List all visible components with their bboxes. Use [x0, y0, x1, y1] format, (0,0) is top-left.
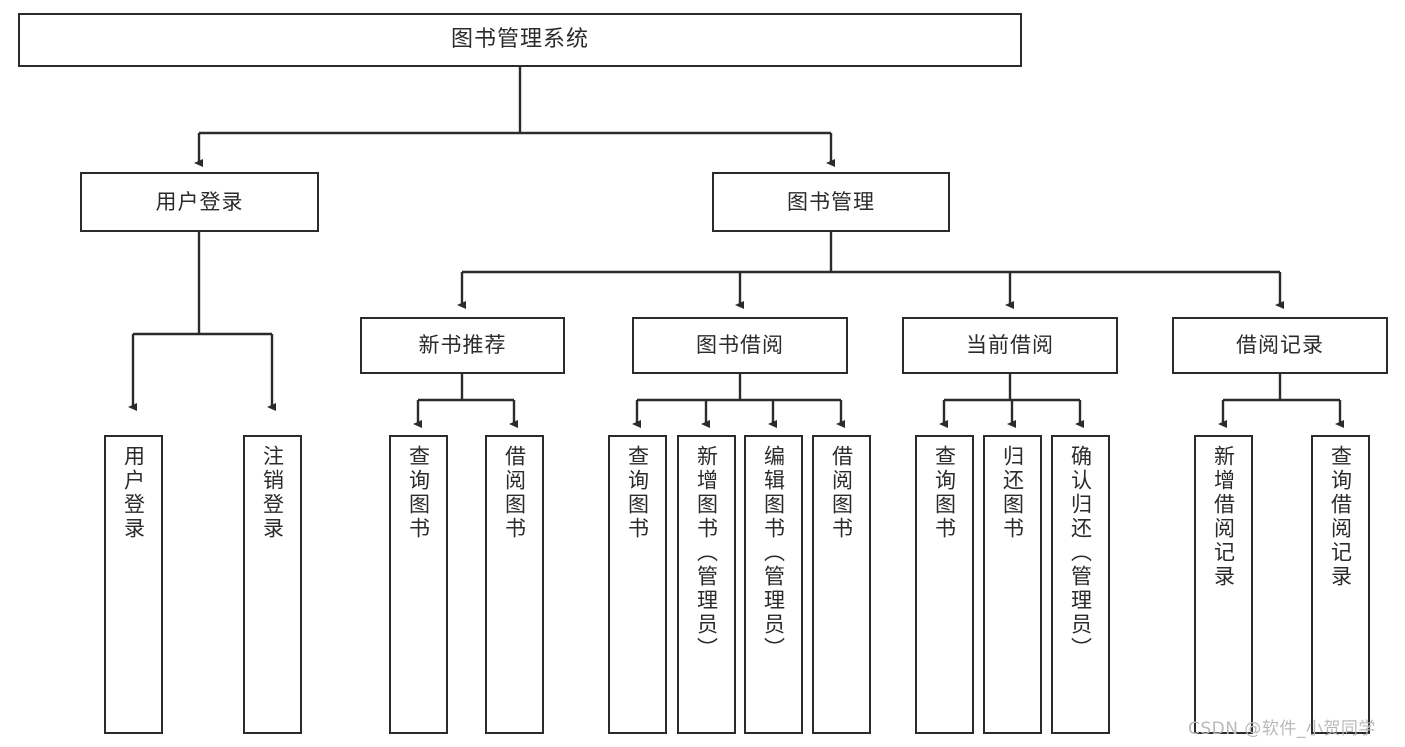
node-label: 新书推荐: [418, 333, 507, 358]
node-label: 新增图书（管理员）: [694, 445, 719, 661]
node-label: 新增借阅记录: [1211, 445, 1236, 589]
node-label: 确认归还（管理员）: [1068, 445, 1093, 661]
node-label: 查询图书: [932, 445, 957, 541]
leaf-borrow-book-recommend[interactable]: 借阅图书: [485, 435, 544, 734]
node-new-book-recommend[interactable]: 新书推荐: [360, 317, 565, 374]
csdn-watermark: CSDN @软件_小贺同学: [1188, 719, 1376, 739]
node-borrow-record[interactable]: 借阅记录: [1172, 317, 1388, 374]
leaf-query-borrow-record[interactable]: 查询借阅记录: [1311, 435, 1370, 734]
leaf-add-borrow-record[interactable]: 新增借阅记录: [1194, 435, 1253, 734]
node-label: 图书管理系统: [450, 27, 589, 53]
leaf-add-book-admin[interactable]: 新增图书（管理员）: [677, 435, 736, 734]
node-label: 查询图书: [406, 445, 431, 541]
leaf-query-book-recommend[interactable]: 查询图书: [389, 435, 448, 734]
node-label: 图书借阅: [696, 333, 784, 358]
node-label: 查询借阅记录: [1328, 445, 1353, 589]
leaf-query-book-borrow[interactable]: 查询图书: [608, 435, 667, 734]
leaf-user-login[interactable]: 用户登录: [104, 435, 163, 734]
leaf-logout[interactable]: 注销登录: [243, 435, 302, 734]
node-label: 注销登录: [260, 445, 285, 541]
node-current-borrow[interactable]: 当前借阅: [902, 317, 1118, 374]
node-label: 图书管理: [787, 189, 875, 214]
node-user-login[interactable]: 用户登录: [80, 172, 319, 232]
leaf-borrow-book[interactable]: 借阅图书: [812, 435, 871, 734]
node-label: 编辑图书（管理员）: [761, 445, 786, 661]
node-label: 借阅图书: [502, 445, 527, 541]
leaf-query-book-current[interactable]: 查询图书: [915, 435, 974, 734]
leaf-edit-book-admin[interactable]: 编辑图书（管理员）: [744, 435, 803, 734]
node-book-borrow[interactable]: 图书借阅: [632, 317, 848, 374]
node-root-system[interactable]: 图书管理系统: [18, 13, 1022, 67]
leaf-return-book[interactable]: 归还图书: [983, 435, 1042, 734]
node-label: 借阅记录: [1236, 333, 1324, 358]
node-label: 查询图书: [625, 445, 650, 541]
node-label: 当前借阅: [966, 333, 1054, 358]
node-label: 归还图书: [1000, 445, 1025, 541]
node-label: 用户登录: [155, 189, 244, 214]
node-label: 用户登录: [121, 445, 146, 541]
node-label: 借阅图书: [829, 445, 854, 541]
leaf-confirm-return-admin[interactable]: 确认归还（管理员）: [1051, 435, 1110, 734]
node-book-management[interactable]: 图书管理: [712, 172, 950, 232]
